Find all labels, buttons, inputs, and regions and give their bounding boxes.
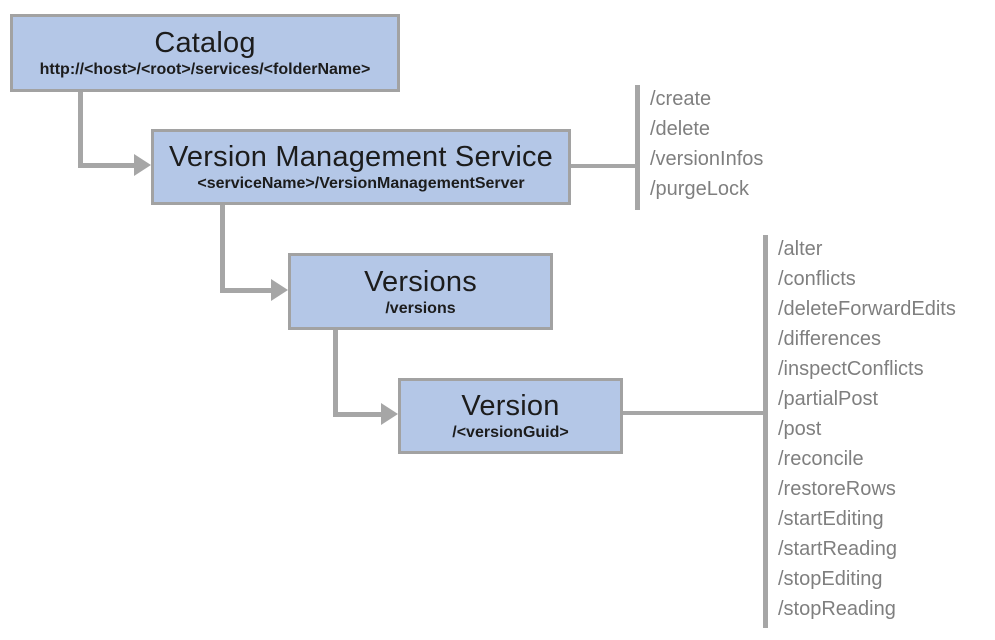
- operation-item: /versionInfos: [650, 148, 764, 170]
- operation-item: /alter: [778, 238, 823, 260]
- operation-item: /stopEditing: [778, 568, 883, 590]
- vms-operations-list: /create/delete/versionInfos/purgeLock: [650, 84, 763, 204]
- operation-item: /reconcile: [778, 448, 864, 470]
- node-versions-title: Versions: [364, 265, 477, 298]
- node-vms-title: Version Management Service: [168, 141, 553, 173]
- node-catalog: Catalog http://<host>/<root>/services/<f…: [10, 14, 400, 92]
- node-version-management-service: Version Management Service <serviceName>…: [151, 129, 571, 205]
- arrowhead-icon: [271, 279, 288, 301]
- node-versions: Versions /versions: [288, 253, 553, 330]
- operation-item: /partialPost: [778, 388, 879, 410]
- operation-item: /purgeLock: [650, 178, 749, 200]
- operation-item: /startReading: [778, 538, 897, 560]
- operation-item: /deleteForwardEdits: [778, 298, 956, 320]
- operation-item: /restoreRows: [778, 478, 896, 500]
- bracket-vms-operations: [635, 85, 640, 210]
- node-vms-url: <serviceName>/VersionManagementServer: [197, 175, 525, 192]
- arrowhead-icon: [134, 154, 151, 176]
- connector-vms-versions-horizontal: [220, 288, 272, 293]
- connector-catalog-vms-vertical: [78, 92, 83, 168]
- version-operations-list: /alter/conflicts/deleteForwardEdits/diff…: [778, 234, 956, 624]
- node-versions-url: /versions: [385, 299, 456, 317]
- node-version: Version /<versionGuid>: [398, 378, 623, 454]
- arrowhead-icon: [381, 403, 398, 425]
- connector-versions-version-horizontal: [333, 412, 382, 417]
- connector-versions-version-vertical: [333, 330, 338, 417]
- operation-item: /delete: [650, 118, 711, 140]
- node-version-url: /<versionGuid>: [452, 424, 569, 441]
- connector-vms-versions-vertical: [220, 205, 225, 293]
- connector-version-operations: [623, 411, 764, 415]
- connector-vms-operations: [571, 164, 637, 168]
- node-version-title: Version: [461, 390, 560, 422]
- operation-item: /differences: [778, 328, 882, 350]
- operation-item: /startEditing: [778, 508, 884, 530]
- operation-item: /post: [778, 418, 822, 440]
- operation-item: /create: [650, 88, 712, 110]
- node-catalog-title: Catalog: [154, 27, 256, 59]
- node-catalog-url: http://<host>/<root>/services/<folderNam…: [39, 61, 371, 78]
- operation-item: /stopReading: [778, 598, 896, 620]
- connector-catalog-vms-horizontal: [78, 163, 135, 168]
- operation-item: /conflicts: [778, 268, 856, 290]
- bracket-version-operations: [763, 235, 768, 628]
- operation-item: /inspectConflicts: [778, 358, 924, 380]
